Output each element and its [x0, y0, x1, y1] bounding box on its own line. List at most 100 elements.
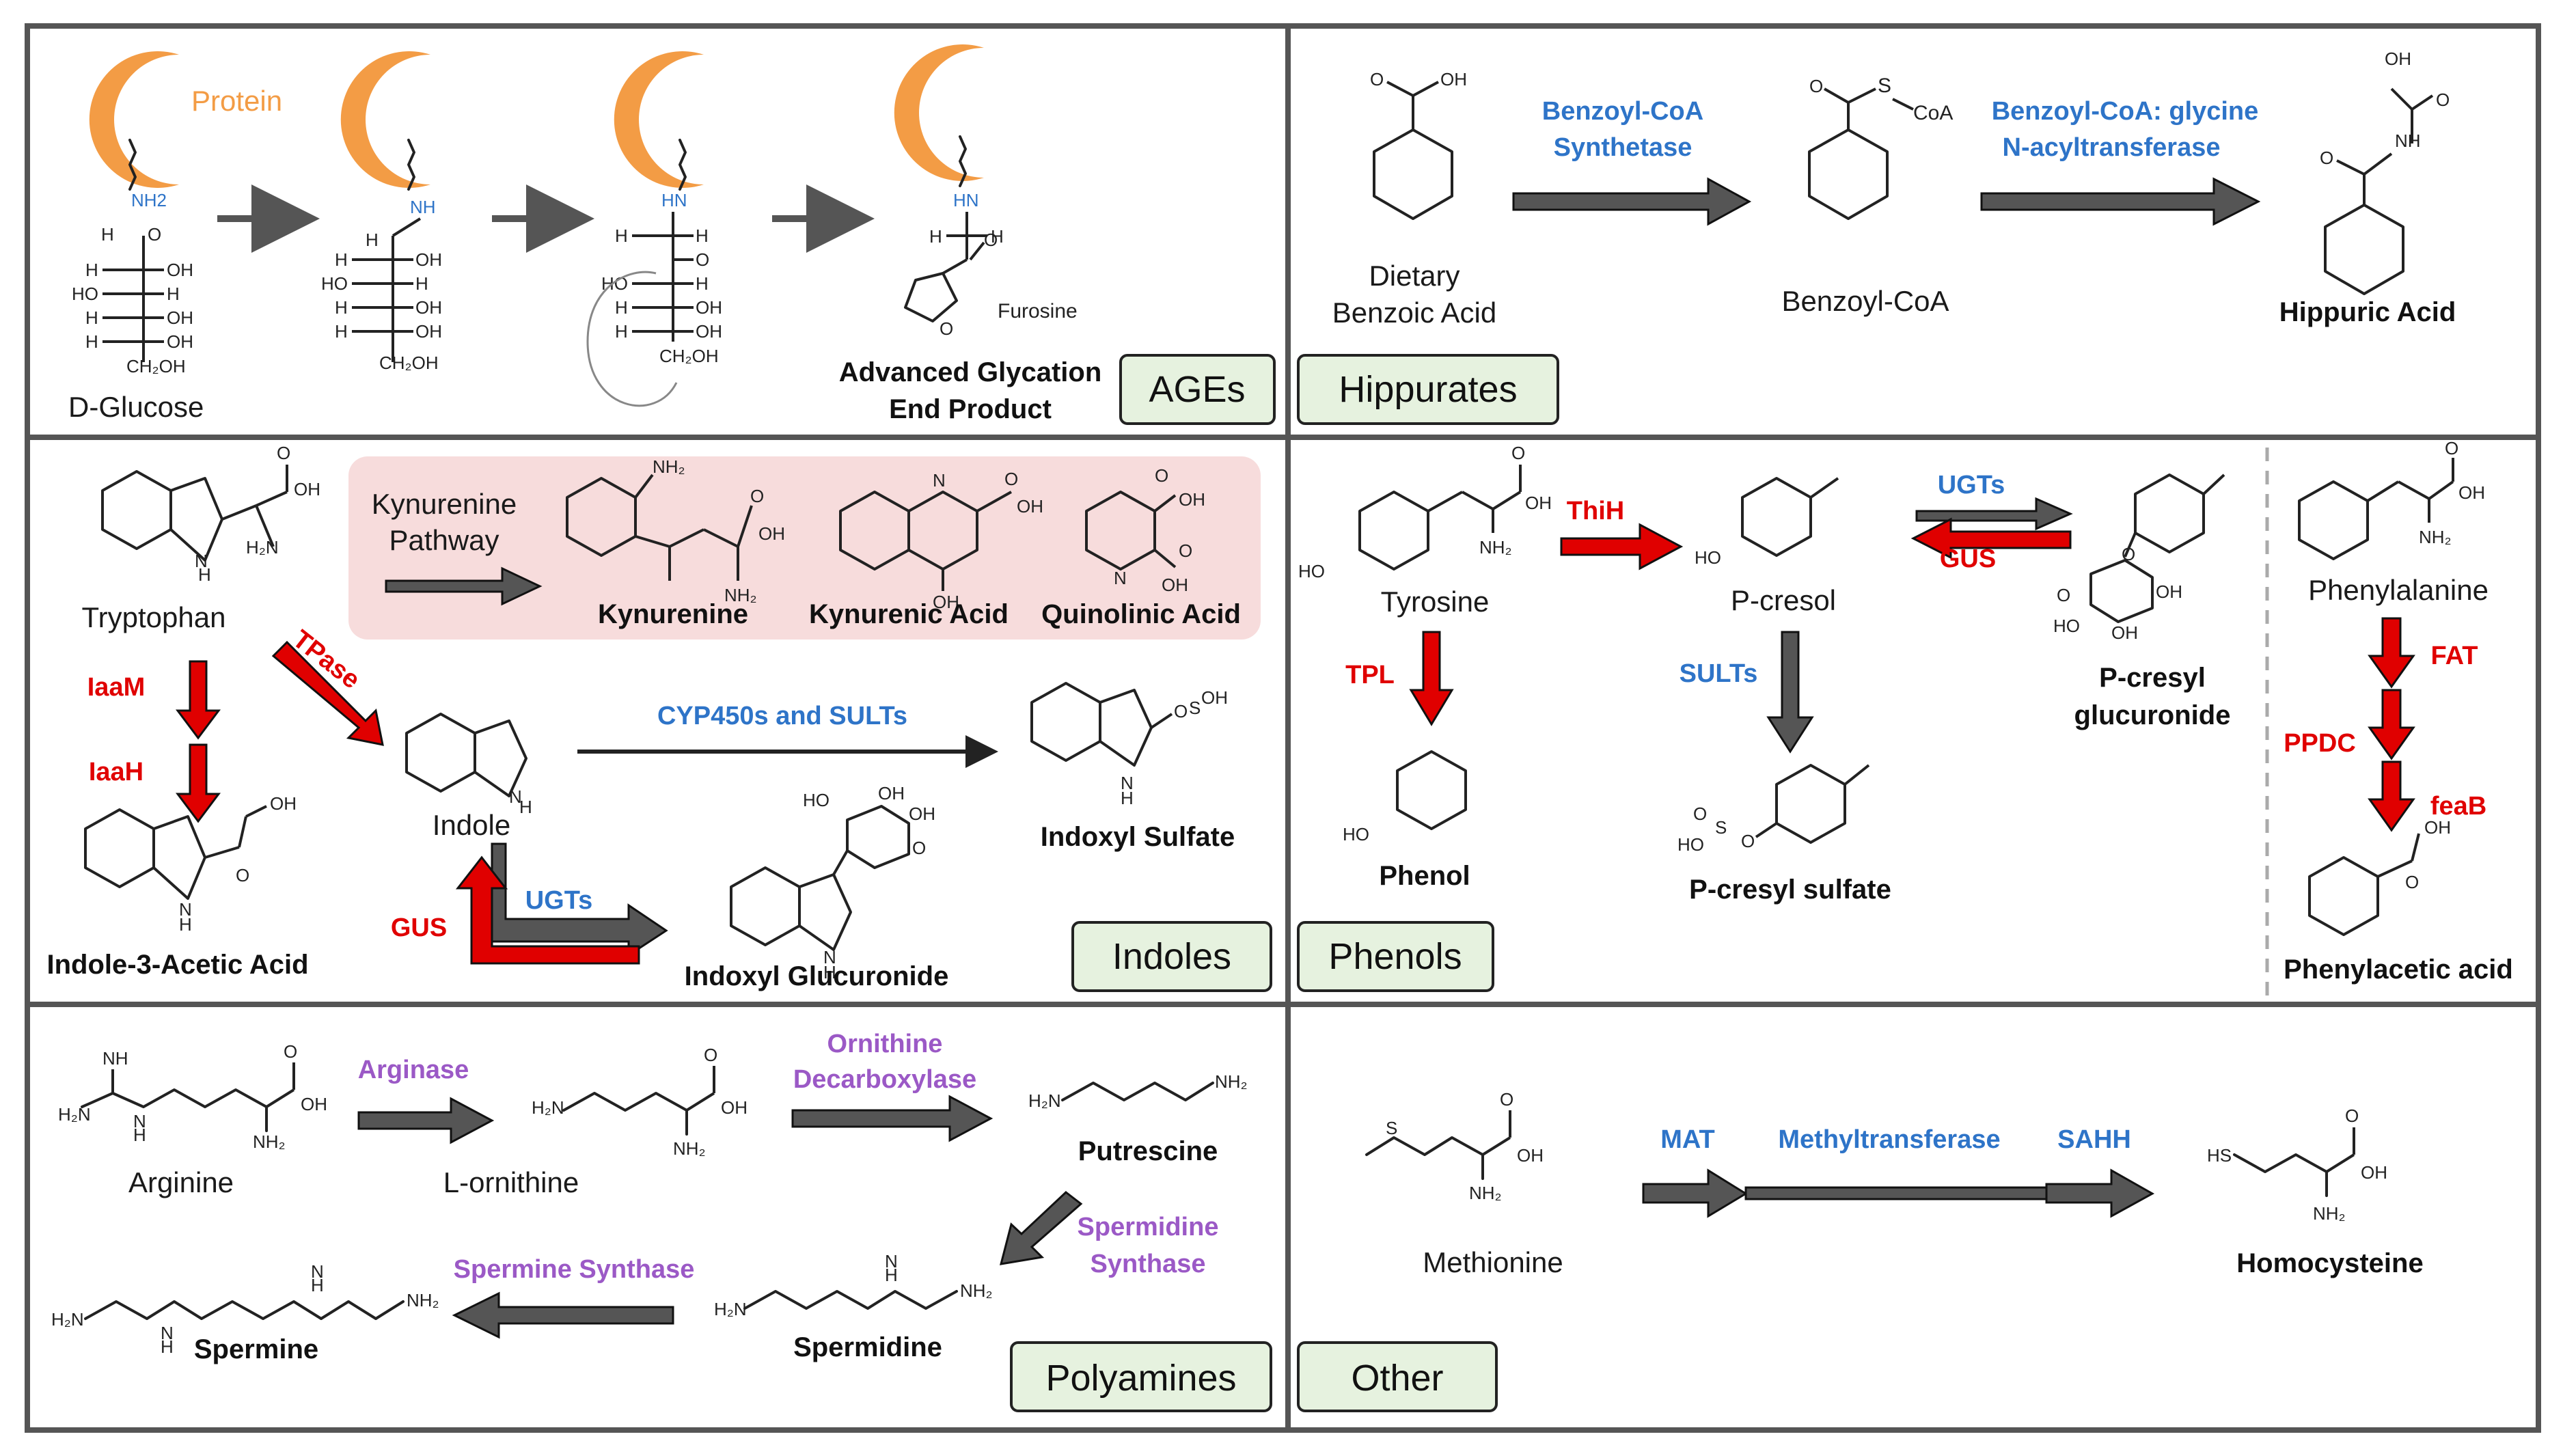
- svg-text:H: H: [335, 249, 348, 270]
- svg-text:NH₂: NH₂: [673, 1138, 706, 1159]
- svg-text:H: H: [519, 797, 532, 817]
- arrow-icon: [357, 1097, 495, 1144]
- lysine-chain-icon: [679, 139, 687, 191]
- svg-text:H₂N: H₂N: [58, 1104, 91, 1125]
- quinolinic-acid-label: Quinolinic Acid: [1041, 599, 1241, 629]
- benzoyl-coa-structure: O: [1808, 76, 1914, 220]
- svg-text:H₂N: H₂N: [714, 1299, 747, 1319]
- svg-text:NH: NH: [102, 1048, 128, 1069]
- svg-text:H: H: [885, 1265, 898, 1285]
- tag-indoles-label: Indoles: [1112, 936, 1231, 977]
- svg-text:OH: OH: [415, 297, 442, 318]
- enzyme-gus: GUS: [391, 914, 447, 942]
- svg-text:OH: OH: [2111, 622, 2138, 643]
- p-cresyl-glucuronide-label-line2: glucuronide: [2074, 700, 2231, 730]
- svg-text:CH₂OH: CH₂OH: [659, 346, 719, 366]
- svg-text:OH: OH: [2156, 581, 2182, 602]
- phenylalanine-label: Phenylalanine: [2308, 574, 2489, 606]
- spermine-label: Spermine: [194, 1334, 318, 1364]
- arrow-icon: [2368, 689, 2415, 760]
- svg-text:CH₂OH: CH₂OH: [126, 356, 186, 376]
- svg-text:CH₂OH: CH₂OH: [379, 353, 439, 373]
- svg-text:OH: OH: [1517, 1145, 1544, 1166]
- svg-text:H₂N: H₂N: [246, 537, 279, 558]
- svg-text:HO: HO: [1677, 834, 1704, 855]
- svg-text:OH: OH: [1017, 496, 1043, 517]
- svg-text:H: H: [1121, 788, 1134, 808]
- kynurenine-pathway-label-line2: Pathway: [389, 524, 499, 556]
- enzyme-sults: SULTs: [1680, 659, 1758, 688]
- svg-text:HO: HO: [1695, 547, 1721, 568]
- arrow-icon: [999, 1191, 1083, 1265]
- spermidine-structure: H₂N HN NH₂: [714, 1251, 993, 1319]
- arrow-icon: [1915, 497, 2073, 531]
- svg-text:N: N: [311, 1261, 324, 1282]
- enzyme-spds-line2: Synthase: [1091, 1250, 1206, 1278]
- homocysteine-structure: HS NH₂ OOH: [2207, 1105, 2387, 1224]
- age-product-label-line2: End Product: [889, 394, 1052, 424]
- enzyme-odc-line2: Decarboxylase: [793, 1065, 976, 1094]
- svg-text:N: N: [161, 1323, 174, 1343]
- svg-text:H: H: [615, 297, 628, 318]
- svg-text:OH: OH: [2458, 482, 2485, 503]
- arrow-icon: [2045, 1168, 2155, 1218]
- hn-label: HN: [661, 190, 687, 210]
- svg-text:H: H: [991, 226, 1004, 247]
- tag-indoles: [1071, 921, 1272, 992]
- tag-hippurates: [1297, 354, 1559, 425]
- p-cresyl-glucuronide-label-line1: P-cresyl: [2099, 663, 2206, 693]
- enzyme-spds-line1: Spermidine: [1078, 1213, 1219, 1241]
- quinolinic-acid-structure: OOH OOH N: [1085, 465, 1205, 595]
- svg-text:NH₂: NH₂: [1479, 537, 1512, 558]
- putrescine-label: Putrescine: [1078, 1136, 1218, 1166]
- indoxyl-glucuronide-label: Indoxyl Glucuronide: [685, 961, 949, 991]
- svg-text:NH₂: NH₂: [724, 585, 757, 605]
- svg-text:OH: OH: [721, 1097, 748, 1118]
- arrow-icon: [1512, 177, 1752, 226]
- svg-text:O: O: [277, 443, 290, 463]
- phenylalanine-structure: NH₂ OOH: [2298, 438, 2485, 560]
- svg-text:O: O: [2405, 872, 2419, 892]
- svg-text:O: O: [1741, 831, 1755, 851]
- arginine-label: Arginine: [128, 1166, 234, 1198]
- svg-text:OH: OH: [1179, 489, 1205, 510]
- arginine-structure: NH H₂N NH NH₂ OOH: [58, 1041, 327, 1152]
- svg-text:O: O: [2436, 90, 2450, 110]
- svg-text:OH: OH: [1162, 575, 1188, 595]
- phenylacetic-acid-label: Phenylacetic acid: [2284, 954, 2513, 985]
- svg-text:O: O: [1370, 69, 1384, 90]
- indoxyl-sulfate-label: Indoxyl Sulfate: [1041, 822, 1235, 852]
- enzyme-thih: ThiH: [1567, 497, 1624, 525]
- svg-text:O: O: [2122, 544, 2135, 564]
- svg-text:H: H: [615, 225, 628, 246]
- enzyme-spermine-synthase: Spermine Synthase: [454, 1255, 695, 1284]
- svg-text:O: O: [2345, 1105, 2359, 1126]
- svg-text:HO: HO: [72, 284, 98, 304]
- svg-text:OH: OH: [1201, 687, 1228, 708]
- panel-other: S NH₂ OOH Methionine MAT Methyltransfera…: [1297, 1089, 2424, 1412]
- tag-ages: [1119, 354, 1276, 425]
- spermidine-label: Spermidine: [793, 1332, 942, 1362]
- indole-acetic-acid-structure: NH OOH: [84, 793, 297, 935]
- svg-text:H: H: [929, 226, 942, 247]
- svg-text:O: O: [1004, 469, 1018, 489]
- svg-text:NH₂: NH₂: [1469, 1183, 1502, 1203]
- nh-label: NH: [410, 197, 436, 217]
- protein-icon: [614, 51, 704, 188]
- svg-text:O: O: [984, 230, 998, 250]
- lysine-chain-icon: [407, 139, 415, 191]
- arrow-icon: [271, 640, 384, 746]
- svg-text:H: H: [366, 230, 379, 250]
- furosine-label: Furosine: [998, 300, 1078, 322]
- kynurenic-acid-label: Kynurenic Acid: [809, 599, 1009, 629]
- svg-text:N: N: [1121, 773, 1134, 793]
- svg-text:OH: OH: [696, 297, 722, 318]
- svg-text:NH: NH: [2395, 131, 2421, 151]
- svg-text:NH₂: NH₂: [653, 456, 685, 477]
